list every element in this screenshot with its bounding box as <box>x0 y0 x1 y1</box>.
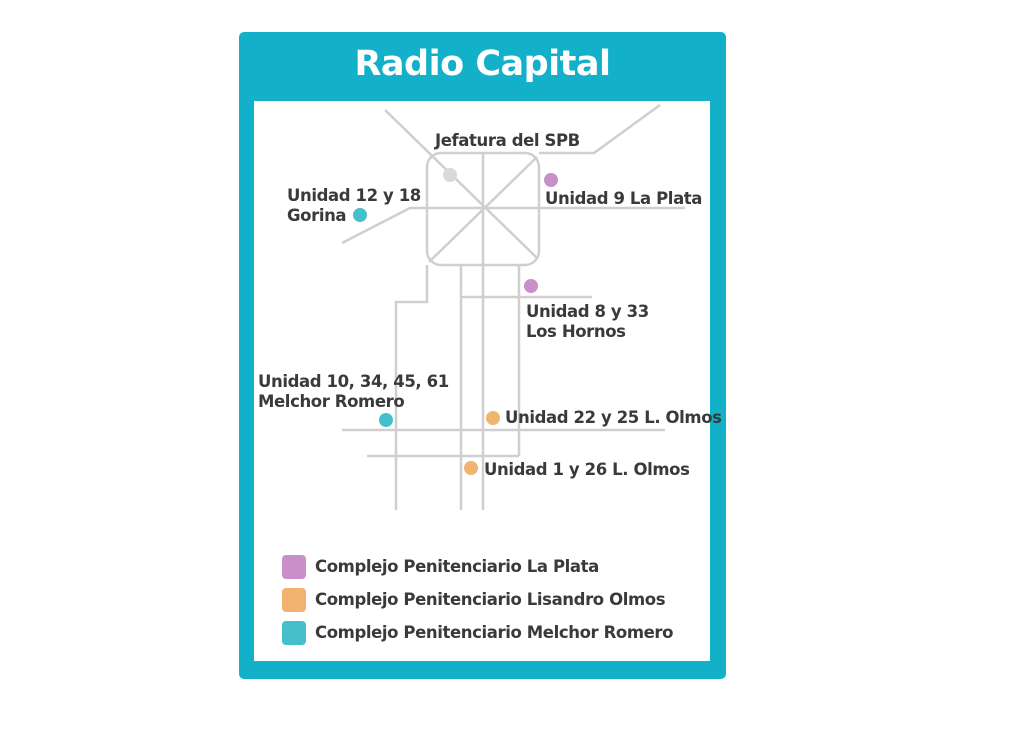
road-diagonal-1 <box>384 109 538 259</box>
unit-label: Unidad 22 y 25 L. Olmos <box>505 408 722 427</box>
roads <box>341 103 685 510</box>
unit-label: Unidad 9 La Plata <box>545 189 703 208</box>
road-top-right <box>539 103 661 155</box>
unit-9-marker[interactable] <box>544 173 558 187</box>
legend-swatch-melchor-romero <box>282 621 306 645</box>
unit-label: Unidad 10, 34, 45, 61 <box>258 372 449 391</box>
unit-label: Unidad 8 y 33 <box>526 302 649 321</box>
legend-label: Complejo Penitenciario Lisandro Olmos <box>315 590 666 609</box>
legend-swatch-olmos <box>282 588 306 612</box>
legend-label: Complejo Penitenciario La Plata <box>315 557 599 576</box>
unit-label: Unidad 1 y 26 L. Olmos <box>484 460 690 479</box>
map-card: Radio Capital <box>239 32 726 679</box>
unit-label: Melchor Romero <box>258 392 405 411</box>
unit-22-25-marker[interactable] <box>486 411 500 425</box>
unit-1-26-marker[interactable] <box>464 461 478 475</box>
unit-label: Unidad 12 y 18 <box>287 186 421 205</box>
unit-10-marker[interactable] <box>379 413 393 427</box>
unit-label: Gorina <box>287 206 347 225</box>
legend-swatch-la-plata <box>282 555 306 579</box>
road-center-horizontal <box>341 206 685 245</box>
unit-label: Los Hornos <box>526 322 626 341</box>
unit-12-18-marker[interactable] <box>353 208 367 222</box>
unit-8-33-marker[interactable] <box>524 279 538 293</box>
road-left-vertical <box>394 265 429 510</box>
hq-label: Jefatura del SPB <box>435 131 580 150</box>
card-title: Radio Capital <box>354 44 611 84</box>
hq-marker[interactable] <box>443 168 457 182</box>
legend-label: Complejo Penitenciario Melchor Romero <box>315 623 674 642</box>
